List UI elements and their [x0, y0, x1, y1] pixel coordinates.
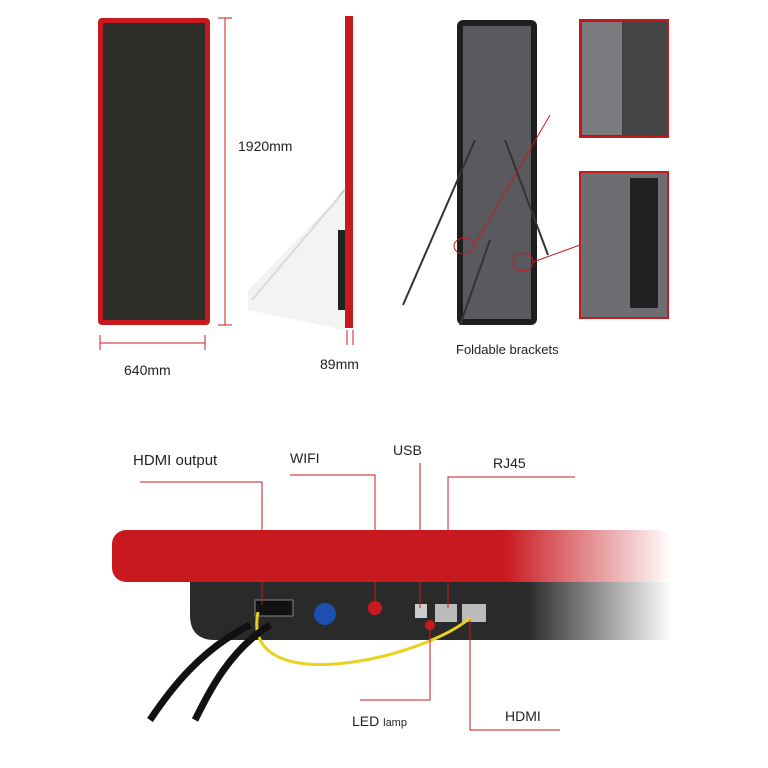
usb-label: USB [393, 442, 422, 458]
bracket-view [402, 19, 669, 326]
side-view [248, 16, 353, 330]
front-view-screen [98, 18, 210, 325]
lamp-label: lamp [383, 717, 407, 729]
foldable-brackets-label: Foldable brackets [456, 342, 559, 357]
led-label: LED [352, 713, 380, 729]
hdmi-output-label: HDMI output [133, 452, 218, 469]
dimension-lines [99, 17, 354, 350]
width-dimension-label: 640mm [124, 362, 171, 378]
port-panel [112, 530, 672, 722]
callout-lines [140, 463, 575, 731]
rj45-label: RJ45 [493, 455, 526, 471]
led-lamp-label: LED lamp [352, 713, 407, 729]
wifi-label: WIFI [290, 450, 320, 466]
depth-dimension-label: 89mm [320, 356, 359, 372]
hdmi-label: HDMI [505, 708, 541, 724]
height-dimension-label: 1920mm [238, 138, 293, 154]
